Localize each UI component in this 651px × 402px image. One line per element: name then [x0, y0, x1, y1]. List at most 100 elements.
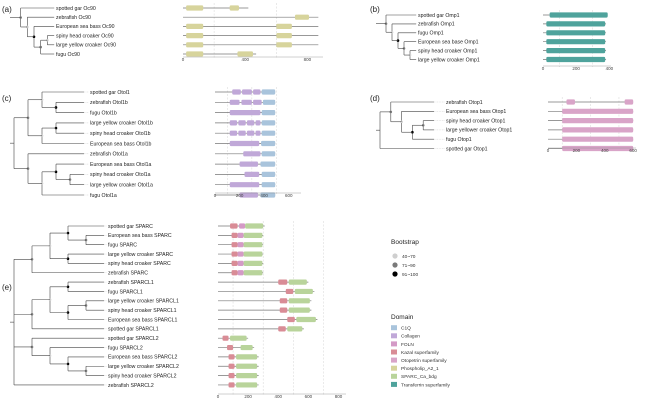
domain-box	[285, 288, 294, 295]
domain-box	[227, 344, 234, 351]
domain-box	[262, 99, 276, 105]
domain-box	[186, 33, 204, 39]
taxon-label: spiny head croaker Omp1	[418, 48, 478, 54]
domain-box	[562, 145, 634, 152]
domain-box	[239, 161, 258, 167]
domain-box	[229, 99, 240, 105]
axis-tick-label: 0	[547, 148, 550, 153]
domain-box	[236, 363, 258, 369]
domain-box	[232, 89, 241, 95]
domain-box	[261, 130, 276, 136]
domain-box	[231, 270, 238, 276]
domain-box	[230, 223, 238, 229]
domain-box	[287, 326, 303, 332]
domain-box	[549, 12, 608, 18]
taxon-label: spiny head croaker SPARC	[108, 261, 171, 267]
taxon-label: spotted gar Omp1	[418, 13, 460, 19]
taxon-label: spiny head croaker Oc90	[56, 33, 114, 39]
domain-box	[253, 89, 261, 95]
bootstrap-legend-label: 91~100	[402, 272, 418, 278]
domain-box	[231, 251, 238, 257]
axis-tick-label: 200	[244, 394, 252, 399]
domain-box	[294, 288, 313, 295]
taxon-label: European sea bass Oc90	[56, 24, 115, 30]
taxon-label: large yellow croaker SPARC	[108, 252, 173, 258]
domain-box	[546, 39, 606, 45]
domain-box	[237, 260, 244, 266]
taxon-label: zebrafish SPARC	[108, 271, 148, 277]
panel-letter: (e)	[2, 283, 12, 292]
domain-box	[279, 298, 288, 304]
domain-box	[278, 326, 286, 332]
taxon-label: fugu SPARCL2	[108, 345, 143, 351]
taxon-label: spotted gar Otop1	[446, 146, 488, 152]
bootstrap-legend-dot	[392, 253, 398, 259]
domain-box	[288, 307, 310, 313]
bootstrap-legend-dot	[392, 262, 398, 268]
taxon-label: spiny head croaker Otol1a	[90, 172, 151, 178]
taxon-label: spiny head croaker Otol1b	[90, 131, 151, 137]
domain-box	[562, 136, 634, 142]
domain-box	[261, 120, 276, 126]
axis-tick-label: 0	[182, 57, 185, 62]
domain-box	[237, 232, 244, 238]
axis-tick-label: 600	[629, 148, 637, 153]
domain-legend-label: SPARC_Ca_bdg	[401, 374, 437, 380]
taxon-label: large yellow croaker Omp1	[418, 57, 480, 63]
domain-box	[243, 270, 263, 276]
domain-box	[238, 120, 246, 126]
axis-tick-label: 200	[573, 148, 581, 153]
taxon-label: spiny head croaker SPARCL1	[108, 308, 177, 314]
domain-box	[237, 251, 244, 257]
domain-box	[228, 373, 235, 379]
axis-tick-label: 0	[542, 66, 545, 71]
axis-tick-label: 800	[304, 57, 312, 62]
legend: Bootstrap40~7071~9091~100DomainC1QCollag…	[391, 239, 450, 388]
taxon-label: spotted gar Otol1	[90, 90, 130, 96]
taxon-label: zebrafish Otol1a	[90, 152, 128, 158]
domain-legend-label: Phospholip_A2_1	[401, 366, 439, 372]
domain-legend-title: Domain	[391, 314, 414, 321]
domain-box	[624, 99, 634, 105]
axis-tick-label: 0	[217, 394, 220, 399]
domain-box	[260, 161, 276, 167]
domain-box	[230, 335, 247, 341]
domain-box	[228, 354, 235, 360]
taxon-label: European sea bass Otop1	[446, 109, 506, 115]
bootstrap-node	[400, 120, 403, 124]
domain-box	[236, 382, 258, 388]
domain-box	[288, 298, 310, 304]
domain-box	[562, 127, 634, 133]
domain-box	[296, 316, 316, 323]
bootstrap-legend-dot	[392, 271, 398, 277]
domain-box	[186, 42, 204, 48]
phylo-tree	[10, 7, 54, 55]
bootstrap-node	[19, 16, 22, 19]
domain-box	[243, 260, 263, 266]
domain-box	[261, 151, 276, 157]
domain-legend-label: Collagen	[401, 334, 420, 340]
domain-box	[229, 110, 261, 116]
taxon-label: large yellow croaker Otol1b	[90, 121, 153, 127]
phylo-tree	[376, 14, 416, 60]
domain-legend-swatch	[391, 381, 397, 387]
taxon-label: European sea bass Otol1b	[90, 141, 152, 147]
domain-box	[546, 30, 606, 36]
domain-legend-swatch	[391, 373, 397, 379]
axis-tick-label: 200	[236, 193, 244, 198]
axis-tick-label: 400	[260, 193, 268, 198]
domain-box	[562, 118, 634, 124]
domain-box	[238, 130, 246, 136]
domain-box	[222, 335, 229, 341]
bootstrap-legend-title: Bootstrap	[391, 239, 419, 246]
domain-box	[236, 373, 258, 379]
domain-box	[231, 260, 238, 266]
domain-box	[243, 242, 263, 248]
domain-box	[295, 14, 309, 20]
phylo-tree	[10, 225, 104, 386]
domain-legend-swatch	[391, 365, 397, 371]
domain-box	[276, 23, 292, 29]
axis-tick-label: 200	[572, 66, 580, 71]
taxon-label: European sea bass SPARCL1	[108, 317, 178, 323]
